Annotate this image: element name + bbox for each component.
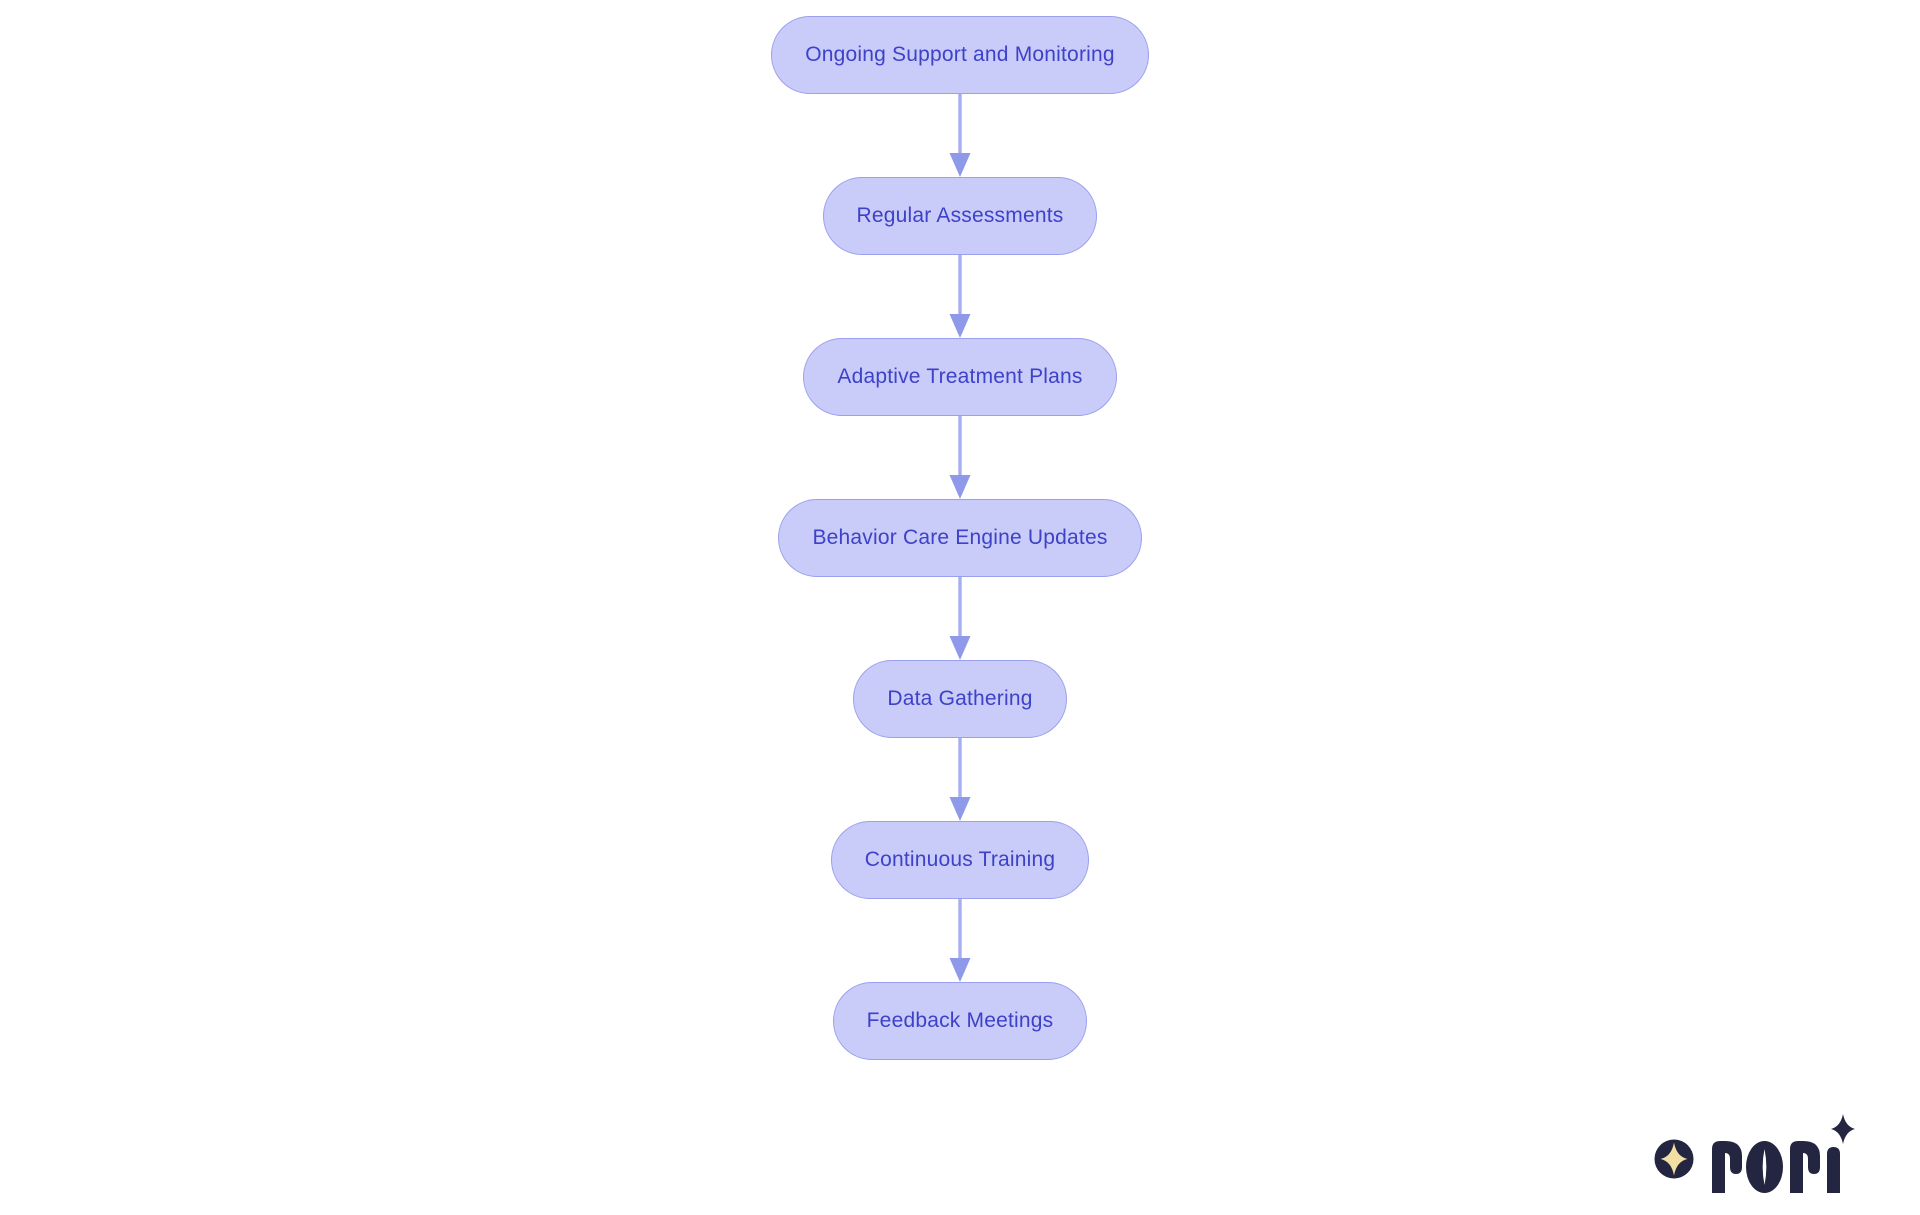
flow-node-label: Regular Assessments: [856, 204, 1064, 227]
arrow-down-icon: [949, 899, 971, 982]
flowchart: Ongoing Support and Monitoring Regular A…: [0, 16, 1920, 1060]
flow-arrow-connector: [948, 94, 972, 177]
flow-node-regular-assessments: Regular Assessments: [822, 177, 1098, 255]
flow-arrow-connector: [948, 899, 972, 982]
flow-node-label: Feedback Meetings: [866, 1009, 1054, 1032]
flow-node-feedback-meetings: Feedback Meetings: [832, 982, 1088, 1060]
sparkle-icon: [1831, 1114, 1855, 1144]
arrow-down-icon: [949, 738, 971, 821]
flow-node-label: Continuous Training: [864, 848, 1056, 871]
flow-node-label: Ongoing Support and Monitoring: [805, 43, 1115, 66]
flow-arrow-connector: [948, 416, 972, 499]
flow-node-label: Data Gathering: [887, 687, 1033, 710]
flow-node-label: Adaptive Treatment Plans: [837, 365, 1083, 388]
flow-arrow-connector: [948, 738, 972, 821]
sparkle-in-circle-icon: [1654, 1139, 1694, 1179]
flow-arrow-connector: [948, 255, 972, 338]
flow-node-data-gathering: Data Gathering: [853, 660, 1067, 738]
rori-logo-graphic: [1654, 1114, 1855, 1193]
rori-wordmark: [1712, 1114, 1855, 1193]
flow-node-ongoing-support: Ongoing Support and Monitoring: [771, 16, 1149, 94]
arrow-down-icon: [949, 94, 971, 177]
flow-node-label: Behavior Care Engine Updates: [812, 526, 1108, 549]
flow-arrow-connector: [948, 577, 972, 660]
flow-node-behavior-care-engine-updates: Behavior Care Engine Updates: [778, 499, 1142, 577]
arrow-down-icon: [949, 255, 971, 338]
flow-node-adaptive-treatment-plans: Adaptive Treatment Plans: [803, 338, 1117, 416]
arrow-down-icon: [949, 416, 971, 499]
rori-logo: [1650, 1107, 1864, 1197]
flow-node-continuous-training: Continuous Training: [830, 821, 1090, 899]
arrow-down-icon: [949, 577, 971, 660]
